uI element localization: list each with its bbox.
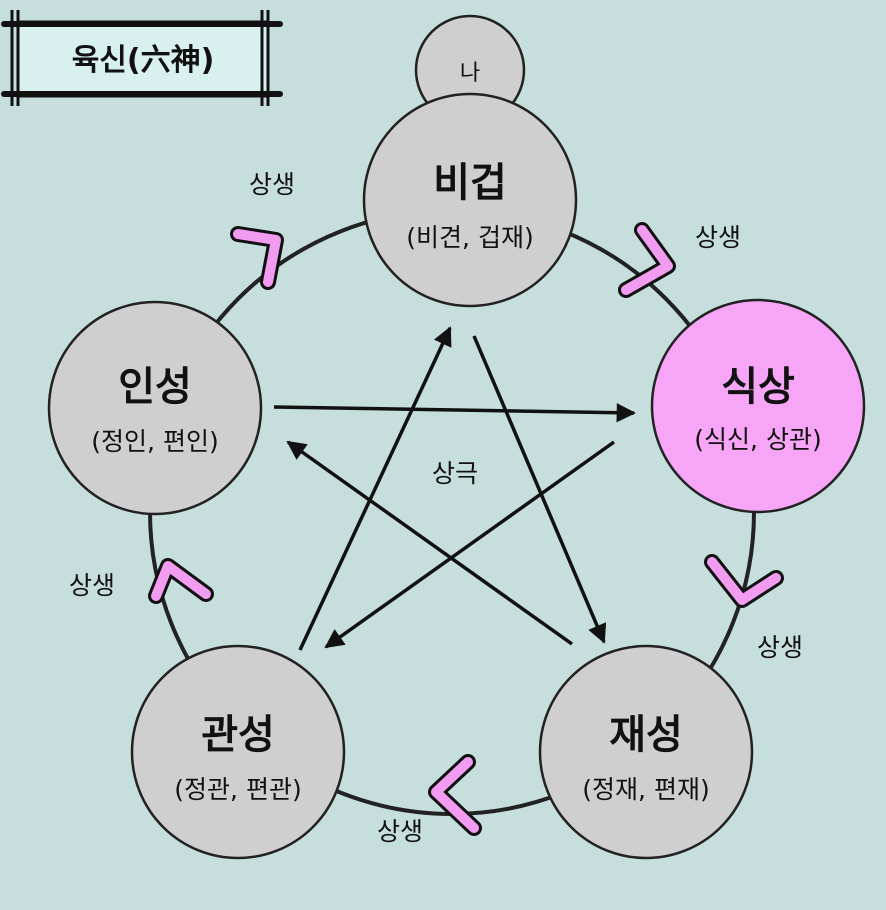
chevron-bigyeop-to-siksang xyxy=(618,222,676,298)
node-bigyeop: 비겁 (비견, 겁재) xyxy=(362,92,578,308)
arrow-gwanseong-to-bigyeop-a xyxy=(298,326,452,651)
chevron-gwanseong-to-inseong xyxy=(148,558,214,604)
sangsaeng-label-2: 상생 xyxy=(695,223,741,252)
node-jaeseong-name: 재성 xyxy=(609,712,683,758)
chevron-jaeseong-to-gwanseong xyxy=(428,754,482,836)
node-gwanseong: 관성 (정관, 편관) xyxy=(130,644,346,860)
node-jaeseong-circle xyxy=(538,644,754,860)
node-bigyeop-circle xyxy=(362,92,578,308)
node-gwanseong-circle xyxy=(130,644,346,860)
sanggeuk-arrows xyxy=(273,326,636,651)
node-gwanseong-name: 관성 xyxy=(201,712,275,758)
sangsaeng-label-5: 상생 xyxy=(69,571,115,600)
node-siksang-name: 식상 xyxy=(721,364,795,410)
title-banner: 육신(六神) xyxy=(1,10,283,106)
sanggeuk-label: 상극 xyxy=(432,459,478,488)
node-bigyeop-name: 비겁 xyxy=(433,160,507,206)
arrow-bigyeop-to-jaeseong xyxy=(472,335,607,644)
node-inseong: 인성 (정인, 편인) xyxy=(47,300,263,516)
chevron-siksang-to-jaeseong xyxy=(704,554,784,608)
sangsaeng-label-3: 상생 xyxy=(757,633,803,662)
node-inseong-sub: (정인, 편인) xyxy=(91,427,218,456)
arrow-inseong-to-siksang xyxy=(273,403,636,423)
node-jaeseong: 재성 (정재, 편재) xyxy=(538,644,754,860)
node-jaeseong-sub: (정재, 편재) xyxy=(582,775,709,804)
node-inseong-name: 인성 xyxy=(118,364,192,410)
me-label: 나 xyxy=(460,61,480,86)
arrow-jaeseong-to-inseong xyxy=(286,440,574,646)
sangsaeng-label-1: 상생 xyxy=(249,170,295,199)
node-gwanseong-sub: (정관, 편관) xyxy=(174,775,301,804)
sangsaeng-chevrons xyxy=(148,222,784,836)
arrow-siksang-to-gwanseong xyxy=(324,440,616,649)
sangsaeng-label-4: 상생 xyxy=(377,817,423,846)
node-inseong-circle xyxy=(47,300,263,516)
node-siksang-circle xyxy=(650,298,866,514)
chevron-inseong-to-bigyeop xyxy=(230,226,284,290)
node-siksang-sub: (식신, 상관) xyxy=(694,425,821,454)
node-siksang: 식상 (식신, 상관) xyxy=(650,298,866,514)
page-title: 육신(六神) xyxy=(72,43,215,78)
node-bigyeop-sub: (비견, 겁재) xyxy=(406,223,533,252)
